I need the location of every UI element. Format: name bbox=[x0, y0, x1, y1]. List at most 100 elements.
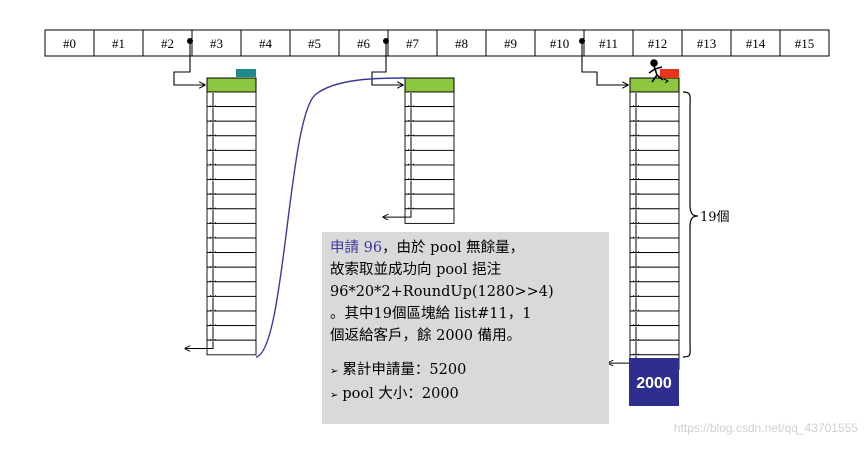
watermark: https://blog.csdn.net/qq_43701555 bbox=[673, 421, 858, 435]
tag-red bbox=[660, 69, 679, 78]
chunk-block bbox=[404, 193, 455, 210]
free-list-cell bbox=[534, 29, 585, 57]
reserve-label: 2000 bbox=[636, 375, 672, 392]
pointer-arrow bbox=[173, 41, 205, 85]
free-list-cell-label: #6 bbox=[357, 36, 371, 51]
free-list-cell-label: #10 bbox=[550, 36, 570, 51]
chunk-block bbox=[404, 106, 455, 122]
free-list-cell-label: #4 bbox=[259, 36, 273, 51]
pointer-arrow bbox=[581, 41, 628, 85]
chunk-block bbox=[206, 339, 257, 356]
free-list-cell bbox=[44, 29, 95, 57]
chunk-block bbox=[404, 149, 455, 166]
chunk-header bbox=[629, 77, 680, 93]
free-list-cell bbox=[779, 29, 830, 57]
free-list-cell bbox=[632, 29, 683, 57]
chunk-header bbox=[206, 77, 257, 93]
note-line-5: 個返給客戶，餘 2000 備用。 bbox=[330, 328, 522, 344]
count-brace bbox=[682, 91, 699, 358]
free-list-cell-label: #3 bbox=[210, 36, 223, 51]
chunk-block bbox=[629, 222, 680, 239]
chunk-block bbox=[629, 266, 680, 283]
runner-icon bbox=[648, 59, 669, 84]
chunk-lists bbox=[173, 38, 680, 370]
chunk-block bbox=[206, 91, 257, 108]
chunk-block bbox=[629, 106, 680, 122]
chunk-list-7 bbox=[371, 38, 455, 224]
bullet-mark-icon: ➢ bbox=[330, 390, 339, 401]
free-list-cell-label: #7 bbox=[406, 36, 420, 51]
chunk-block bbox=[404, 120, 455, 137]
chunk-block bbox=[206, 135, 257, 151]
free-list-cell bbox=[338, 29, 389, 57]
free-list-cell bbox=[436, 29, 487, 57]
chunk-block bbox=[206, 164, 257, 181]
chunk-block bbox=[404, 91, 455, 108]
chunk-block bbox=[629, 252, 680, 268]
free-list-cell-label: #9 bbox=[504, 36, 517, 51]
free-list-cell-label: #12 bbox=[648, 36, 668, 51]
chunk-block bbox=[206, 222, 257, 239]
end-arrow bbox=[185, 341, 214, 348]
chunk-block bbox=[206, 179, 257, 195]
chunk-list-3 bbox=[173, 38, 257, 356]
chunk-block bbox=[206, 252, 257, 268]
chunk-block bbox=[629, 281, 680, 297]
free-list-cell bbox=[142, 29, 193, 57]
chunk-block bbox=[629, 237, 680, 254]
free-list-cell-label: #15 bbox=[795, 36, 815, 51]
free-list-cell bbox=[240, 29, 291, 57]
chunk-block bbox=[206, 310, 257, 327]
chunk-block bbox=[206, 281, 257, 297]
chunk-block bbox=[629, 208, 680, 224]
chunk-block bbox=[629, 325, 680, 341]
chunk-block bbox=[629, 310, 680, 327]
chunk-block bbox=[629, 120, 680, 137]
free-list-cell-label: #8 bbox=[455, 36, 468, 51]
free-list-cell bbox=[583, 29, 634, 57]
chunk-block bbox=[206, 193, 257, 210]
note-line-1: 申請 96，由於 pool 無餘量， bbox=[330, 237, 601, 259]
chunk-block bbox=[206, 106, 257, 122]
free-list-array: #0#1#2#3#4#5#6#7#8#9#10#11#12#13#14#15 bbox=[44, 29, 830, 57]
pointer-arrow bbox=[371, 41, 403, 85]
count-label: 19個 bbox=[700, 210, 730, 225]
chunk-block bbox=[206, 149, 257, 166]
chunk-block bbox=[629, 164, 680, 181]
tag-teal bbox=[236, 69, 256, 77]
chunk-block bbox=[206, 120, 257, 137]
chunk-header bbox=[404, 77, 455, 93]
chunk-block bbox=[629, 179, 680, 195]
note-bullet-2-text: pool 大小：2000 bbox=[342, 386, 459, 402]
chunk-block bbox=[206, 237, 257, 254]
free-list-cell-label: #0 bbox=[63, 36, 76, 51]
bullet-mark-icon: ➢ bbox=[330, 366, 339, 377]
note-line-4: 。其中19個區塊給 list#11，1 bbox=[330, 306, 532, 322]
chunk-block bbox=[206, 325, 257, 341]
reserve-block bbox=[629, 358, 679, 406]
note-bullet-1-text: 累計申請量：5200 bbox=[342, 362, 467, 378]
chunk-block bbox=[404, 135, 455, 151]
chunk-block bbox=[404, 179, 455, 195]
explanation-note: 申請 96，由於 pool 無餘量， 故索取並成功向 pool 挹注 96*20… bbox=[322, 232, 609, 424]
free-list-cell-label: #11 bbox=[599, 36, 618, 51]
chunk-block bbox=[404, 164, 455, 181]
chunk-block bbox=[206, 266, 257, 283]
chunk-block bbox=[629, 193, 680, 210]
note-highlight: 申請 96 bbox=[330, 240, 383, 256]
note-line-2: 故索取並成功向 pool 挹注 bbox=[330, 262, 502, 278]
chunk-block bbox=[206, 208, 257, 224]
free-list-cell-label: #14 bbox=[746, 36, 766, 51]
note-line-1-rest: ，由於 pool 無餘量， bbox=[382, 240, 525, 256]
free-list-cell-label: #5 bbox=[308, 36, 321, 51]
chunk-block bbox=[629, 149, 680, 166]
note-bullet-1: ➢累計申請量：5200 bbox=[330, 359, 601, 383]
note-bullet-2: ➢pool 大小：2000 bbox=[330, 383, 601, 407]
free-list-cell-label: #2 bbox=[161, 36, 174, 51]
end-arrow bbox=[383, 209, 412, 217]
free-list-cell bbox=[681, 29, 732, 57]
chunk-block bbox=[629, 295, 680, 312]
note-line-3: 96*20*2+RoundUp(1280>>4) bbox=[330, 284, 554, 300]
chunk-block bbox=[629, 339, 680, 356]
